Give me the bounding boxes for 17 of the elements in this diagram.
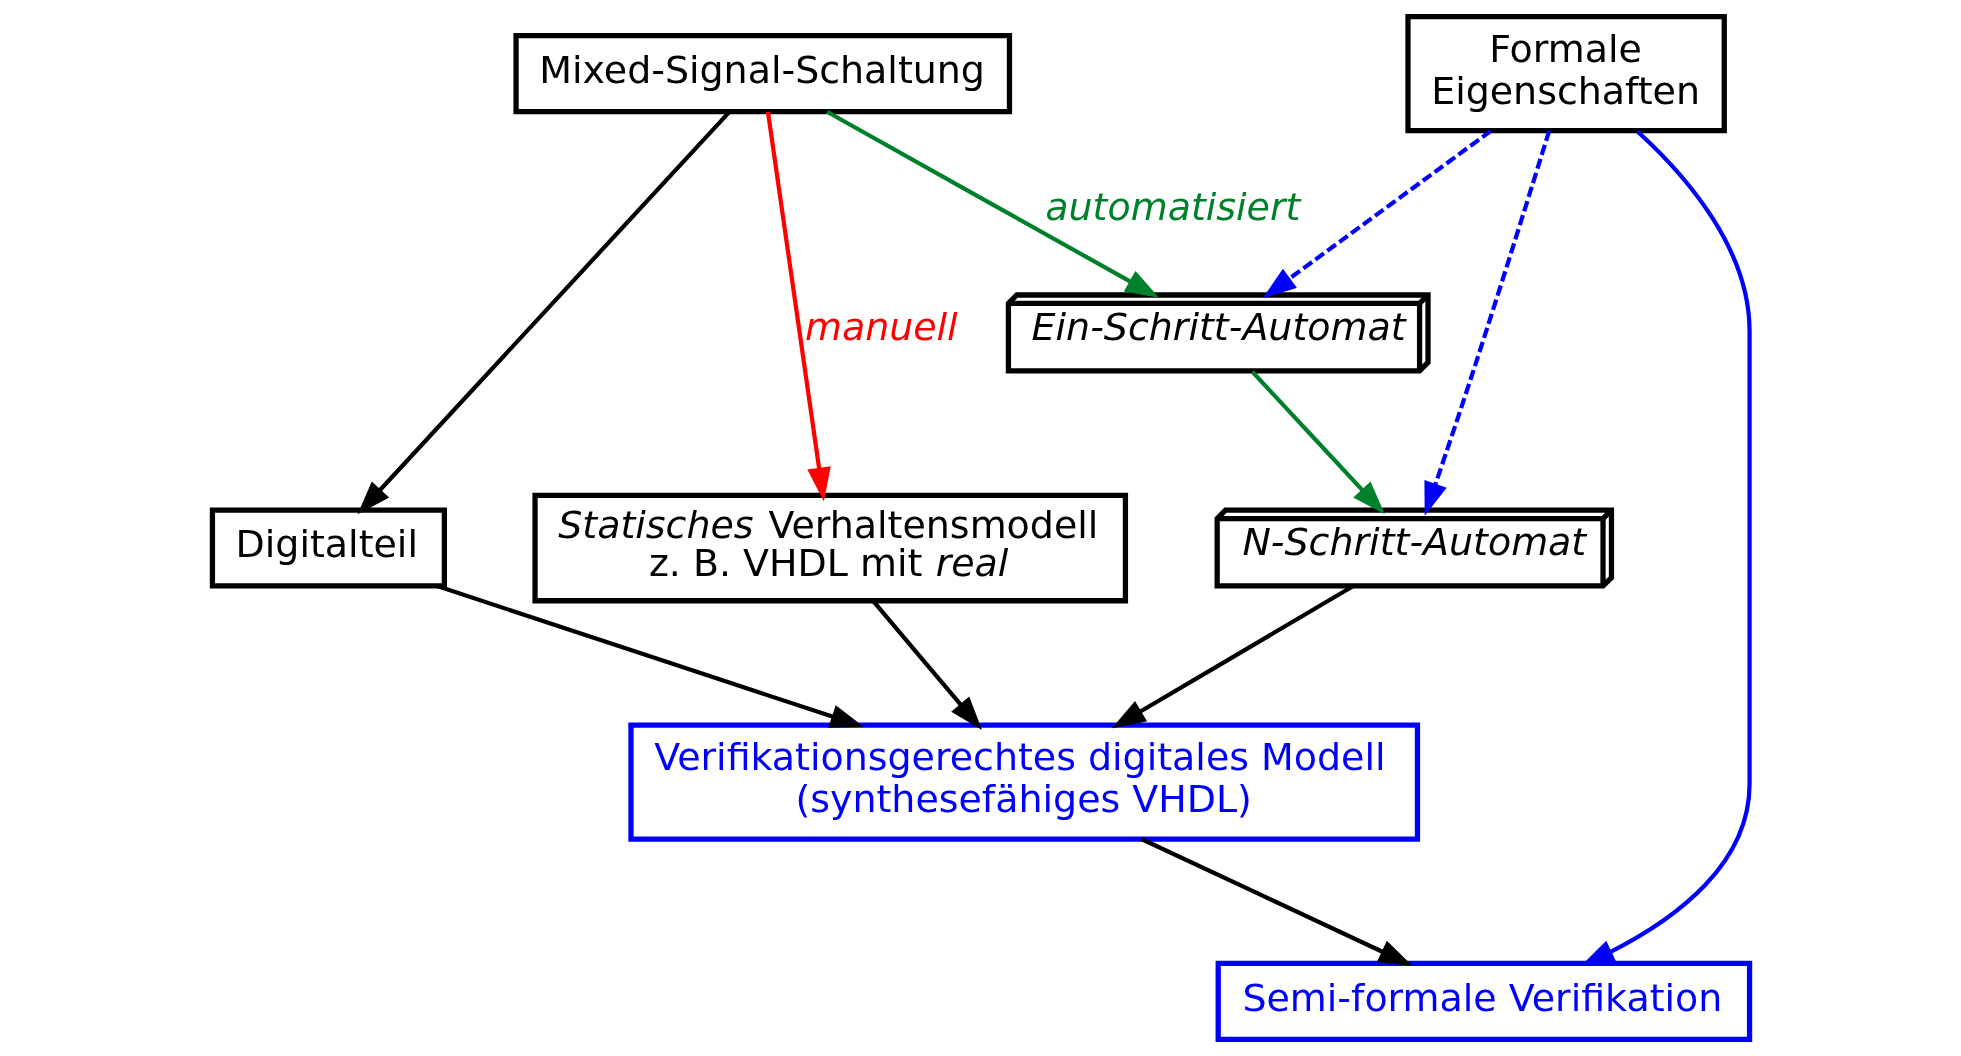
arrow [1140, 837, 1412, 966]
node-box: Statisches Verhaltensmodell z. B. VHDL mit real [531, 492, 1128, 604]
arrow [1250, 370, 1385, 515]
edge-label: manuell [804, 305, 958, 350]
edge-label: automatisiert [1044, 184, 1300, 229]
arrow [825, 109, 1159, 298]
node-box: Digitalteil [209, 507, 447, 589]
arrow [1423, 130, 1551, 516]
arrow [765, 111, 831, 502]
node-box: Mixed-Signal-Schaltung [512, 33, 1012, 115]
node-box: Semi-formale Verifikation [1215, 960, 1752, 1042]
node-box: Verifikationsgerechtes digitales Modell (synthesefähiges VHDL) [627, 722, 1420, 842]
arrow [357, 110, 731, 515]
arrow [1111, 584, 1354, 729]
node-box: Formale Eigenschaften [1404, 14, 1727, 134]
arrow [1262, 129, 1492, 299]
arrow [435, 584, 864, 728]
